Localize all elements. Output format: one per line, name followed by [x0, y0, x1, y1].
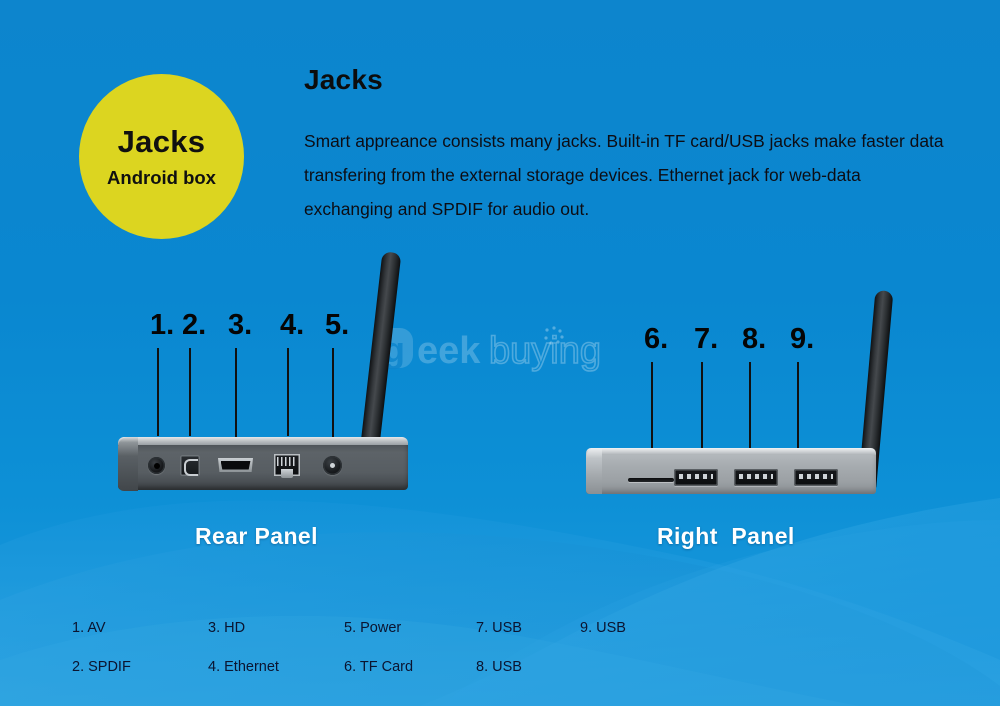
- callout-number-7: 7.: [694, 323, 719, 355]
- jacks-badge: Jacks Android box: [79, 74, 244, 239]
- callout-leader-3: [235, 348, 237, 438]
- ethernet-tab: [281, 469, 293, 478]
- svg-text:eek: eek: [417, 330, 481, 372]
- callout-leader-7: [701, 362, 703, 448]
- callout-number-1: 1.: [150, 309, 175, 341]
- callout-number-8: 8.: [742, 323, 767, 355]
- rear-panel-device: [118, 437, 408, 493]
- rear-panel-top-edge: [118, 437, 408, 445]
- svg-text:buying: buying: [489, 330, 601, 372]
- legend-item-1: 1. AV: [72, 620, 106, 636]
- usb-port-1: [674, 469, 718, 486]
- geekbuying-watermark-logo: g eek buying: [373, 326, 602, 373]
- badge-title: Jacks: [117, 123, 206, 159]
- legend-item-4: 4. Ethernet: [208, 659, 279, 675]
- callout-number-4: 4.: [280, 309, 305, 341]
- spdif-optical-port: [180, 455, 200, 476]
- page-title: Jacks: [304, 64, 383, 95]
- av-jack-port: [148, 457, 165, 474]
- callout-number-3: 3.: [228, 309, 253, 341]
- right-panel-device: [586, 448, 876, 494]
- tf-card-slot: [628, 478, 674, 482]
- legend-item-7: 7. USB: [476, 620, 522, 636]
- legend-item-5: 5. Power: [344, 620, 402, 636]
- legend-item-9: 9. USB: [580, 620, 626, 636]
- description-paragraph: Smart appreance consists many jacks. Bui…: [304, 131, 944, 219]
- legend-item-8: 8. USB: [476, 659, 522, 675]
- legend-item-3: 3. HD: [208, 620, 246, 636]
- rear-panel-left-corner: [118, 437, 138, 491]
- callout-number-5: 5.: [325, 309, 350, 341]
- power-dc-jack: [323, 456, 342, 475]
- usb-port-2: [734, 469, 778, 486]
- callout-leader-2: [189, 348, 191, 436]
- usb-port-3: [794, 469, 838, 486]
- legend-item-2: 2. SPDIF: [72, 659, 131, 675]
- badge-subtitle: Android box: [107, 166, 216, 188]
- rear-panel-caption: Rear Panel: [195, 523, 318, 549]
- callout-leader-1: [157, 348, 159, 436]
- right-panel-caption: Right Panel: [657, 523, 795, 549]
- callout-number-9: 9.: [790, 323, 815, 355]
- rear-panel-body: [118, 444, 408, 490]
- callout-leader-4: [287, 348, 289, 436]
- callout-leader-9: [797, 362, 799, 448]
- right-panel-top-edge: [586, 448, 876, 455]
- hdmi-port: [218, 458, 253, 472]
- right-panel-left-corner: [586, 448, 602, 494]
- callout-number-2: 2.: [182, 309, 207, 341]
- callout-number-6: 6.: [644, 323, 669, 355]
- callout-leader-6: [651, 362, 653, 448]
- ethernet-rj45-port: [274, 454, 300, 478]
- callout-leader-5: [332, 348, 334, 438]
- callout-leader-8: [749, 362, 751, 448]
- ethernet-pins: [277, 457, 297, 466]
- legend-item-6: 6. TF Card: [344, 659, 414, 675]
